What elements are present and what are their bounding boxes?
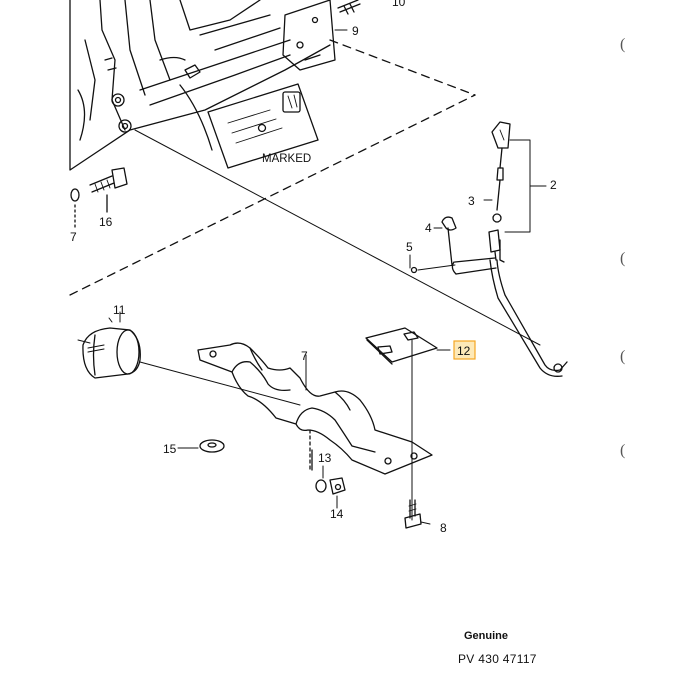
bracket-9 [282,0,336,71]
brand-label: Genuine [464,630,509,642]
callout-labels: 2 3 4 5 7 7 8 9 10 11 12 13 14 15 16 MAR… [70,0,557,535]
bolt-10 [337,0,361,15]
callout-3: 3 [468,194,475,208]
callout-15: 15 [163,442,177,456]
cutaway-frame [69,39,476,296]
callout-13: 13 [318,451,332,465]
crossmember-7 [197,342,433,475]
washer-7 [70,188,80,229]
footer: Genuine PV 430 47117 [458,630,537,666]
callout-2: 2 [550,178,557,192]
shift-lever-4 [410,216,497,275]
marked-plate [179,83,319,169]
stud-13 [309,429,327,493]
callout-11: 11 [113,303,126,317]
rubber-mount-11 [77,311,301,406]
callout-7-crossmember: 7 [301,349,308,363]
callout-leaders [108,29,493,376]
callout-8: 8 [440,521,447,535]
callout-16: 16 [99,215,113,229]
nut-14 [329,477,346,509]
plate-12 [365,327,451,521]
page-edge-mark: ( [620,442,626,459]
bolt-8 [404,499,431,529]
bolt-16 [89,167,128,213]
page-edge-mark: ( [620,250,626,267]
callout-10: 10 [392,0,406,9]
callout-5: 5 [406,240,413,254]
callout-12: 12 [457,344,471,358]
page-edge-mark: ( [620,36,626,53]
transmission-housing [69,0,331,171]
marked-label: MARKED [262,153,311,165]
leader-line-main [134,129,541,346]
callout-14: 14 [330,507,344,521]
washer-15 [177,439,225,453]
callout-7-washer: 7 [70,230,77,244]
shift-cable [488,121,568,377]
callout-9: 9 [352,24,359,38]
callout-highlight-12 [453,340,476,360]
part-number: PV 430 47117 [458,652,537,666]
page-edge-mark: ( [620,348,626,365]
callout-4: 4 [425,221,432,235]
